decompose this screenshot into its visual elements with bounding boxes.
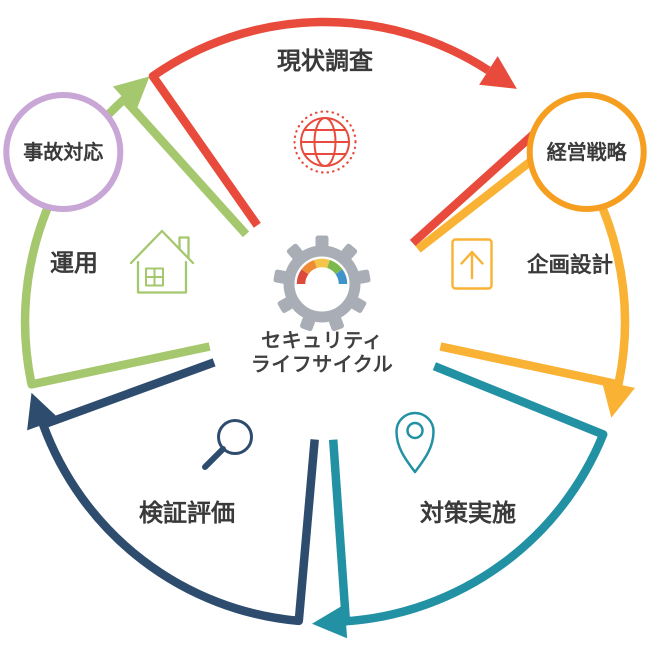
label-management-strategy: 経営戦略	[547, 140, 628, 164]
globe-dotted-ring	[293, 110, 357, 174]
label-implementation: 対策実施	[420, 499, 516, 527]
label-incident-response: 事故対応	[23, 140, 103, 164]
label-planning-design: 企画設計	[527, 252, 613, 277]
map-pin-icon	[395, 411, 435, 474]
gear-tooth	[273, 269, 287, 284]
gauge-arc-2	[301, 259, 318, 275]
house-walls	[136, 260, 188, 294]
label-operation: 運用	[50, 250, 98, 277]
globe-icon	[293, 110, 357, 174]
arrowhead-implementation	[312, 604, 348, 639]
house-icon	[129, 229, 195, 294]
segment-current-survey-edge	[409, 118, 551, 247]
gauge-arc-1	[296, 269, 309, 285]
segment-implementation-arc	[328, 362, 608, 626]
magnifier-lens	[217, 419, 253, 455]
document-arrow-head	[460, 250, 484, 265]
label-current-survey: 現状調査	[277, 47, 373, 75]
segment-verification-arc	[38, 358, 319, 626]
gauge-arc-5	[335, 269, 348, 285]
gear-gauge	[296, 258, 348, 285]
gear-ring	[283, 245, 361, 323]
gear-tooth	[357, 269, 371, 284]
arrowhead-operation	[112, 76, 150, 112]
security-lifecycle-gear-icon	[273, 235, 371, 332]
magnifier-icon	[202, 419, 253, 470]
document-upload-icon	[451, 238, 493, 290]
document-outline	[451, 238, 493, 290]
segment-current-survey-arc	[148, 17, 491, 228]
center-title-line1: セキュリティ	[261, 330, 383, 352]
map-pin-hole	[406, 421, 424, 440]
arrowhead-current-survey	[479, 56, 517, 89]
house-chimney	[178, 236, 190, 260]
center-title-line2: ライフサイクル	[251, 353, 394, 376]
incident-response-circle	[3, 92, 124, 212]
arrowhead-planning-design	[601, 380, 635, 418]
gear-tooth	[315, 235, 329, 248]
arrowhead-verification	[27, 392, 60, 431]
map-pin-outline	[395, 411, 435, 474]
gauge-arc-3	[314, 258, 330, 269]
label-verification: 検証評価	[139, 499, 235, 527]
house-roof	[129, 229, 195, 265]
magnifier-handle	[202, 446, 226, 470]
gauge-arc-4	[326, 259, 343, 275]
management-strategy-circle	[526, 92, 647, 212]
